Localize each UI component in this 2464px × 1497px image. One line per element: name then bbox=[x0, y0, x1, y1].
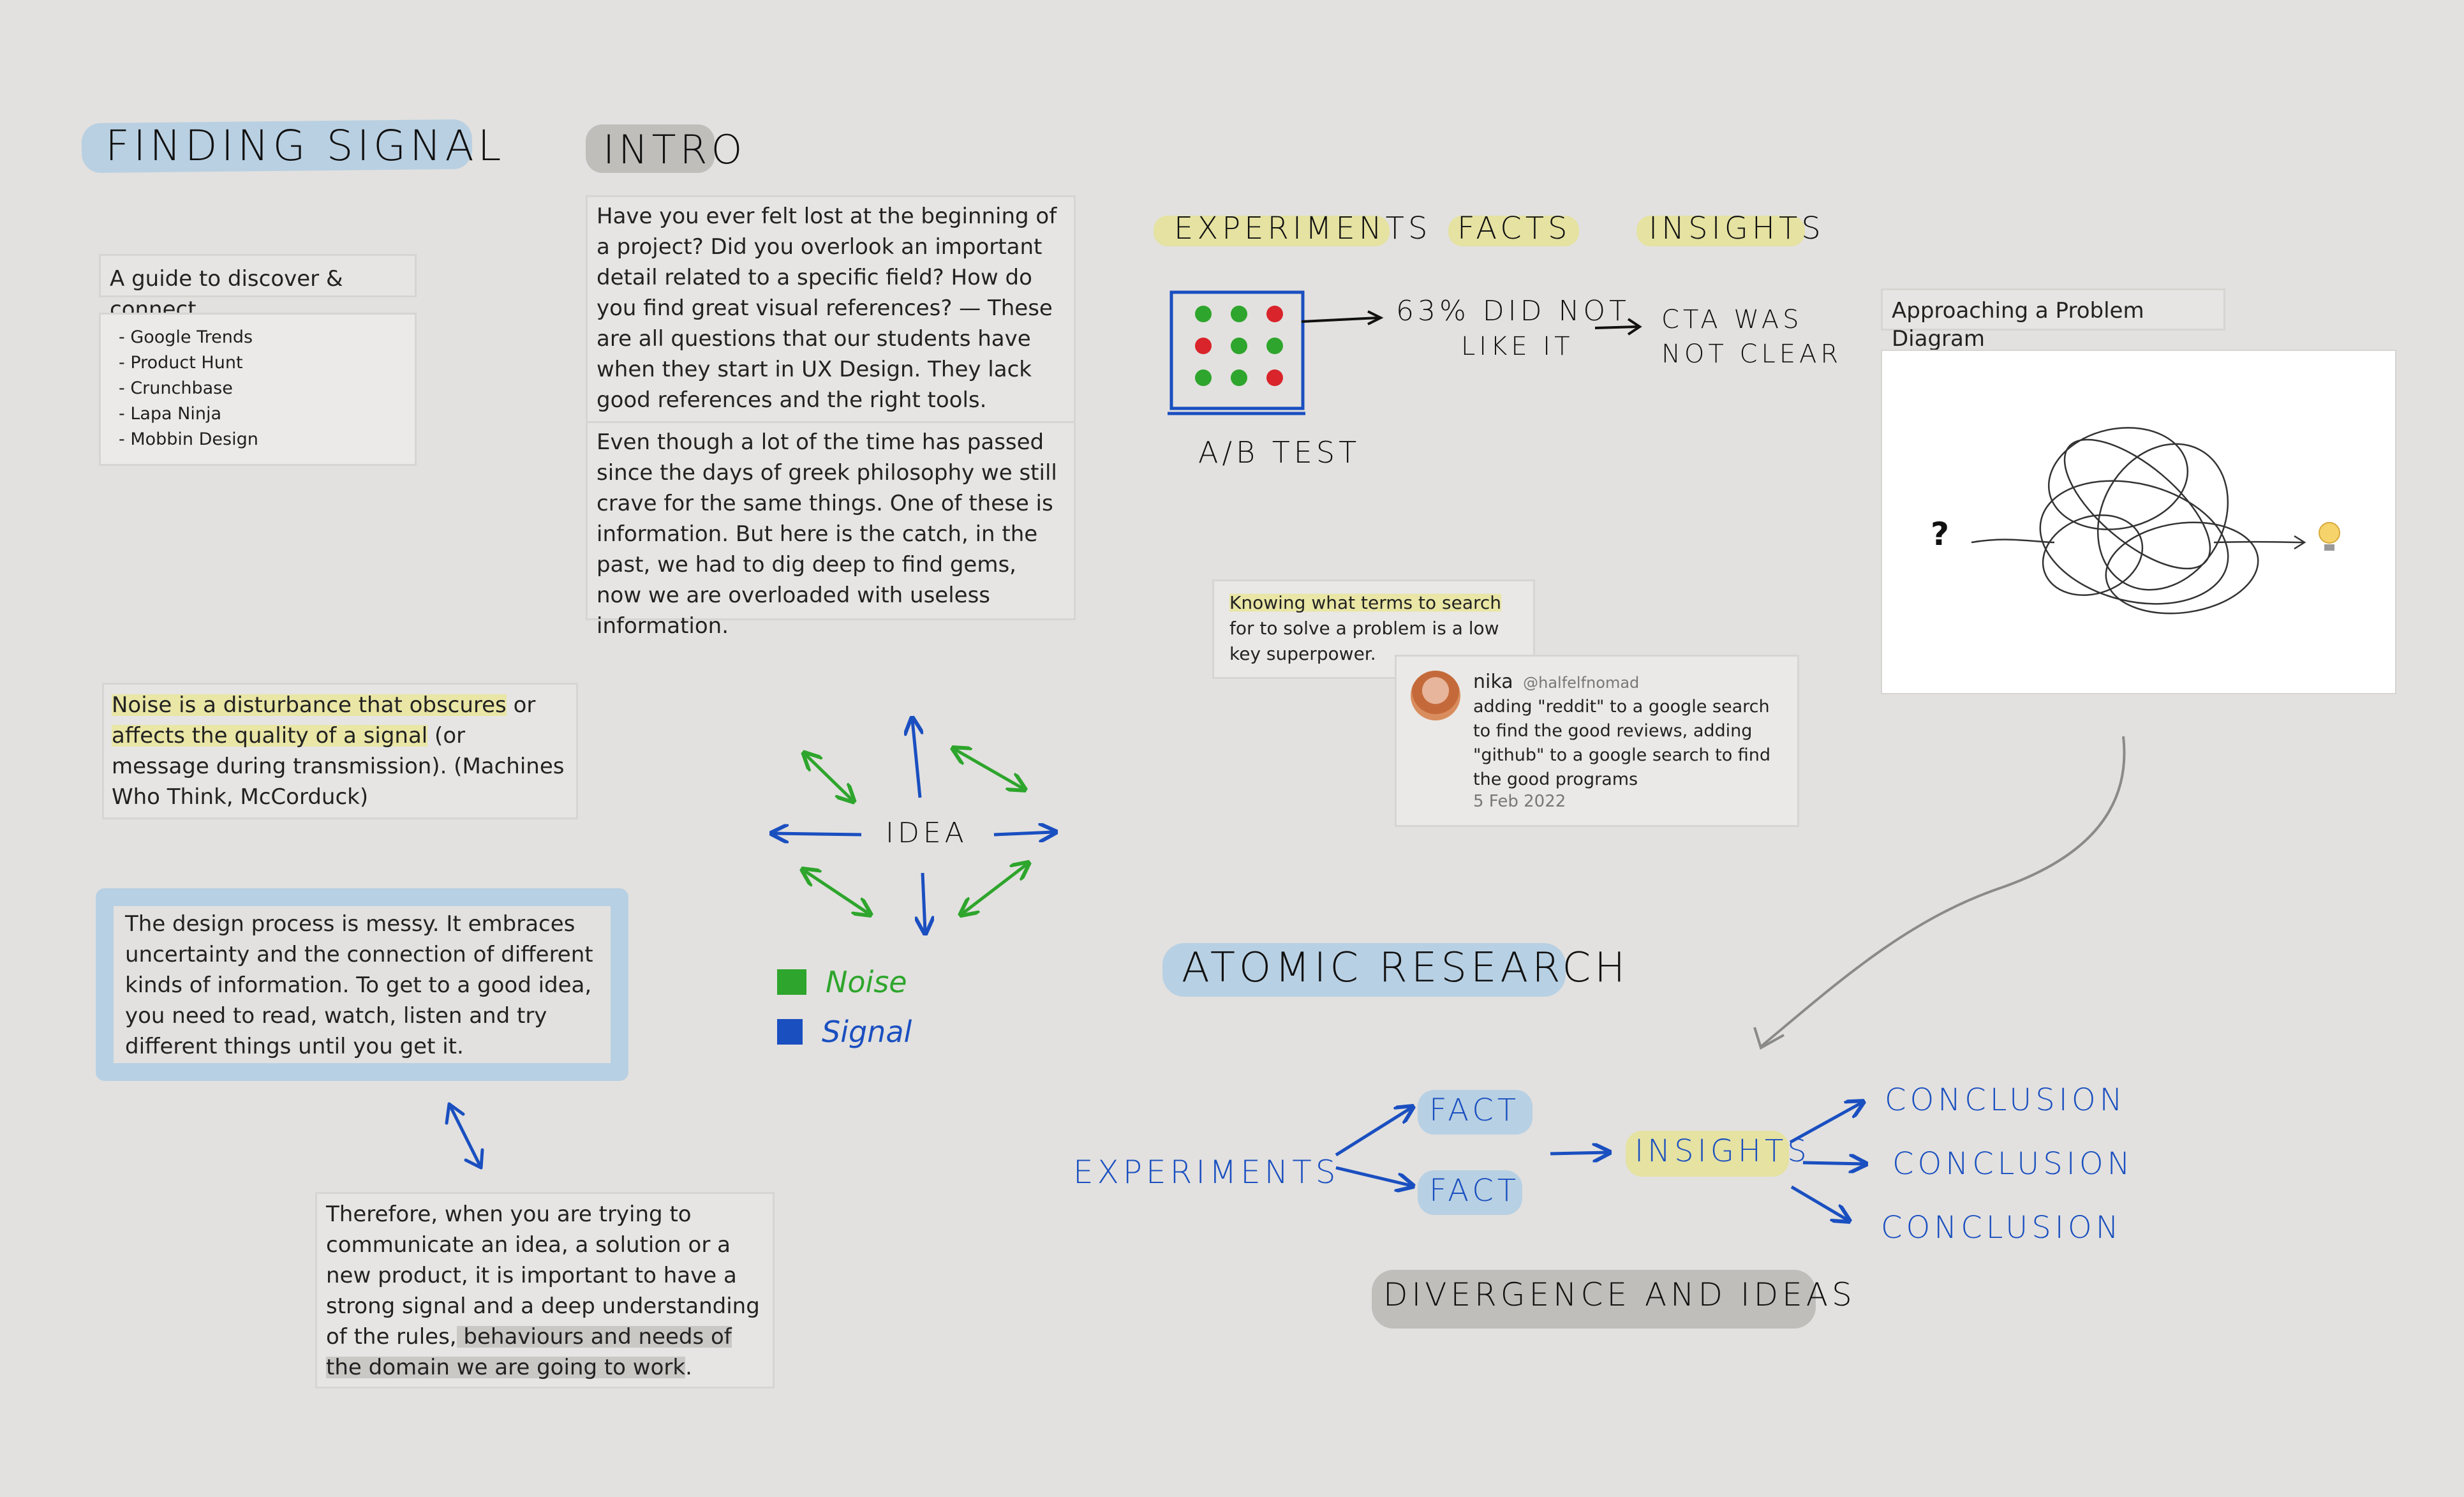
scribble-line bbox=[1971, 427, 2306, 614]
legend-noise-label: Noise bbox=[826, 965, 907, 999]
guide-label: A guide to discover & connect bbox=[110, 266, 343, 322]
tweet-text: adding "reddit" to a google search to fi… bbox=[1473, 697, 1771, 789]
fact-line-1: 63% DID NOT bbox=[1396, 295, 1630, 327]
intro-paragraph-2[interactable]: Even though a lot of the time has passed… bbox=[586, 421, 1076, 639]
idea-arrows bbox=[766, 708, 1065, 951]
noise-text-1: or bbox=[506, 692, 536, 718]
insights-highlight bbox=[1626, 1131, 1789, 1177]
tweet-author-name[interactable]: nika bbox=[1473, 671, 1513, 693]
resource-item: - Google Trends bbox=[119, 327, 253, 347]
insight-line-2: NOT CLEAR bbox=[1661, 339, 1843, 369]
resource-item: - Product Hunt bbox=[119, 353, 243, 373]
curved-connector-arrow bbox=[1753, 736, 2126, 1050]
noise-swatch-icon bbox=[777, 969, 806, 995]
experiments-header-highlight bbox=[1154, 216, 1390, 246]
arrow-to-insight-icon bbox=[1594, 318, 1642, 336]
atomic-conclusion-2: CONCLUSION bbox=[1892, 1146, 2134, 1182]
noise-quote-card[interactable]: Noise is a disturbance that obscures or … bbox=[102, 683, 578, 819]
signal-swatch-icon bbox=[777, 1019, 803, 1045]
problem-diagram-image[interactable]: ? bbox=[1881, 350, 2396, 694]
intro-text-2: Even though a lot of the time has passed… bbox=[597, 429, 1057, 639]
noise-text-2: (or message during transmission). (Machi… bbox=[112, 723, 565, 810]
search-note-text: Knowing what terms to search for to solv… bbox=[1229, 590, 1518, 667]
atomic-insights: INSIGHTS bbox=[1635, 1133, 1811, 1169]
facts-header-highlight bbox=[1448, 216, 1579, 246]
noise-highlight-1: Noise is a disturbance that obscures bbox=[112, 692, 507, 718]
resource-list-card[interactable]: - Google Trends - Product Hunt - Crunchb… bbox=[99, 313, 417, 466]
intro-highlight bbox=[586, 124, 715, 173]
fact-1-highlight bbox=[1418, 1090, 1533, 1135]
tweet-card[interactable]: nika @halfelfnomad adding "reddit" to a … bbox=[1395, 655, 1799, 827]
therefore-text-1: Therefore, when you are trying to commun… bbox=[326, 1202, 760, 1350]
design-process-card[interactable]: The design process is messy. It embraces… bbox=[116, 905, 605, 1064]
tweet-date: 5 Feb 2022 bbox=[1473, 792, 1566, 811]
insight-line-1: CTA WAS bbox=[1661, 305, 1803, 334]
design-process-frame bbox=[96, 888, 628, 1081]
facts-header: FACTS bbox=[1457, 211, 1571, 246]
insights-header: INSIGHTS bbox=[1649, 211, 1825, 246]
avatar[interactable] bbox=[1411, 671, 1460, 720]
fact-line-2: LIKE IT bbox=[1461, 332, 1574, 361]
tweet-header: nika @halfelfnomad bbox=[1473, 669, 1639, 696]
ab-test-label: A/B TEST bbox=[1198, 435, 1361, 470]
atomic-fact-2: FACT bbox=[1429, 1173, 1520, 1209]
insights-header-highlight bbox=[1636, 216, 1805, 246]
resource-item: - Crunchbase bbox=[119, 378, 233, 398]
noise-highlight-2: affects the quality of a signal bbox=[112, 723, 428, 748]
legend-signal-label: Signal bbox=[822, 1015, 912, 1049]
atomic-research-title: ATOMIC RESEARCH bbox=[1182, 944, 1629, 992]
intro-text-1: Have you ever felt lost at the beginning… bbox=[597, 204, 1057, 413]
idea-center-label: IDEA bbox=[886, 817, 968, 849]
problem-diagram-label-card[interactable]: Approaching a Problem Diagram bbox=[1881, 288, 2225, 352]
resource-item: - Mobbin Design bbox=[119, 429, 258, 449]
atomic-experiments: EXPERIMENTS bbox=[1073, 1154, 1340, 1191]
problem-diagram-label: Approaching a Problem Diagram bbox=[1892, 298, 2144, 352]
atomic-conclusion-3: CONCLUSION bbox=[1881, 1210, 2123, 1246]
resource-item: - Lapa Ninja bbox=[119, 404, 222, 424]
legend-noise: Noise bbox=[777, 965, 907, 999]
atomic-flow-arrows bbox=[1335, 1085, 1889, 1238]
atomic-title-highlight bbox=[1162, 943, 1566, 997]
legend-signal: Signal bbox=[777, 1015, 912, 1049]
intro-paragraph-1[interactable]: Have you ever felt lost at the beginning… bbox=[586, 195, 1076, 424]
search-note-highlight: Knowing what terms to search bbox=[1229, 592, 1502, 613]
double-arrow-icon bbox=[445, 1102, 484, 1170]
therefore-text-2: . bbox=[685, 1355, 692, 1380]
tweet-author-handle[interactable]: @halfelfnomad bbox=[1523, 674, 1640, 692]
atomic-conclusion-1: CONCLUSION bbox=[1885, 1082, 2126, 1118]
design-process-text: The design process is messy. It embraces… bbox=[125, 911, 593, 1059]
intro-heading: INTRO bbox=[603, 126, 746, 173]
therefore-card[interactable]: Therefore, when you are trying to commun… bbox=[315, 1192, 775, 1389]
arrow-to-fact-icon bbox=[1301, 310, 1384, 325]
fact-2-highlight bbox=[1418, 1170, 1522, 1215]
divergence-highlight bbox=[1372, 1270, 1816, 1329]
experiments-header: EXPERIMENTS bbox=[1174, 211, 1432, 246]
atomic-fact-1: FACT bbox=[1429, 1092, 1520, 1128]
ab-test-grid bbox=[1168, 290, 1305, 415]
therefore-text: Therefore, when you are trying to commun… bbox=[326, 1199, 764, 1383]
lightbulb-icon bbox=[2319, 522, 2340, 551]
divergence-label: DIVERGENCE AND IDEAS bbox=[1383, 1276, 1856, 1313]
search-note-body: for to solve a problem is a low key supe… bbox=[1229, 618, 1499, 664]
guide-label-card[interactable]: A guide to discover & connect bbox=[99, 254, 417, 322]
noise-quote-text: Noise is a disturbance that obscures or … bbox=[112, 690, 568, 812]
question-mark-label: ? bbox=[1931, 516, 1950, 553]
page-title: FINDING SIGNAL bbox=[105, 121, 505, 170]
